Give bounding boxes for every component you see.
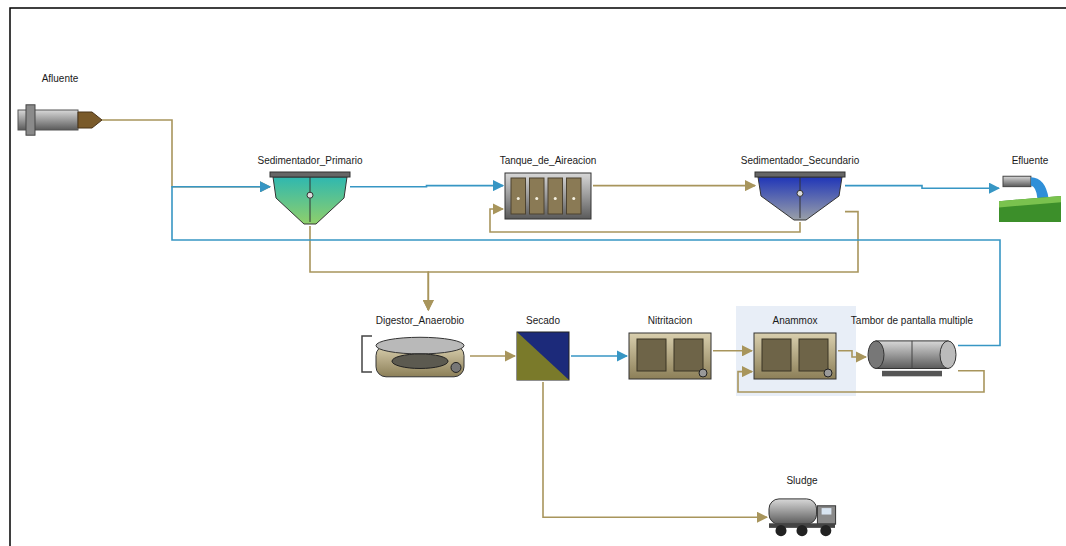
icon-shape <box>270 172 350 177</box>
unit-icon <box>999 170 1061 222</box>
frame-border <box>10 8 1066 546</box>
unit-icon <box>767 492 837 538</box>
icon-shape <box>26 105 35 135</box>
icon-shape <box>754 333 836 379</box>
unit-label: Tambor de pantalla multiple <box>851 315 973 327</box>
unit-block: Nitritacion <box>625 310 715 382</box>
unit-icon <box>515 330 571 382</box>
icon-shape <box>800 177 801 218</box>
icon-shape <box>567 178 582 214</box>
flow-line <box>713 350 752 352</box>
icon-shape <box>517 332 569 380</box>
flow-line <box>428 212 858 310</box>
icon-shape <box>307 192 313 198</box>
unit-icon <box>627 330 713 382</box>
unit-label: Sludge <box>786 475 817 487</box>
icon-shape <box>517 197 520 200</box>
unit-label: Nitritacion <box>648 315 692 327</box>
flow-line <box>593 185 755 187</box>
unit-block: Sedimentador_Primario <box>255 150 365 226</box>
icon-shape <box>674 339 703 371</box>
unit-label: Anammox <box>772 315 817 327</box>
icon-shape <box>758 177 842 220</box>
unit-icon <box>755 170 845 222</box>
icon-shape <box>796 525 807 536</box>
icon-shape <box>505 173 591 219</box>
unit-label: Efluente <box>1012 155 1049 167</box>
icon-shape <box>530 178 545 214</box>
unit-block: Tanque_de_Aireacion <box>498 150 599 222</box>
unit-icon <box>866 334 958 380</box>
unit-icon <box>503 170 593 222</box>
unit-label: Afluente <box>42 73 79 85</box>
unit-icon <box>752 330 838 382</box>
icon-shape <box>554 197 557 200</box>
icon-shape <box>817 506 835 524</box>
unit-label: Sedimentador_Primario <box>257 155 362 167</box>
unit-block: Secado <box>513 310 573 382</box>
icon-shape <box>912 341 913 369</box>
icon-shape <box>755 172 845 177</box>
icon-shape <box>1031 177 1049 198</box>
icon-shape <box>797 190 803 196</box>
icon-shape <box>629 333 711 379</box>
flow-line <box>310 226 428 310</box>
unit-label: Secado <box>526 315 560 327</box>
unit-block: Efluente <box>997 150 1063 222</box>
unit-icon <box>270 170 350 226</box>
icon-shape <box>517 332 569 380</box>
unit-icon <box>370 330 470 382</box>
unit-block: Anammox <box>750 310 840 382</box>
icon-shape <box>572 197 575 200</box>
unit-label: Sedimentador_Secundario <box>741 155 859 167</box>
unit-block: Sludge <box>765 470 839 538</box>
unit-block: Tambor de pantalla multiple <box>849 310 976 380</box>
icon-shape <box>940 341 956 369</box>
unit-block: Afluente <box>16 68 104 140</box>
recirculation-loop <box>362 336 372 372</box>
icon-shape <box>310 177 311 222</box>
icon-shape <box>882 371 942 377</box>
icon-shape <box>699 369 707 377</box>
unit-label: Tanque_de_Aireacion <box>500 155 597 167</box>
icon-shape <box>775 525 786 536</box>
flow-line <box>470 355 515 357</box>
icon-shape <box>769 499 817 524</box>
icon-shape <box>1003 176 1031 186</box>
icon-shape <box>822 508 832 514</box>
icon-shape <box>762 339 791 371</box>
icon-shape <box>548 178 563 214</box>
unit-block: Digestor_Anaerobio <box>368 310 472 382</box>
icon-shape <box>511 178 526 214</box>
flow-line <box>571 355 627 357</box>
unit-block: Sedimentador_Secundario <box>739 150 862 222</box>
icon-shape <box>273 177 347 224</box>
icon-shape <box>392 354 448 369</box>
unit-icon <box>18 100 102 140</box>
icon-shape <box>535 197 538 200</box>
icon-shape <box>637 339 666 371</box>
icon-shape <box>868 341 884 369</box>
flow-line <box>838 351 866 357</box>
icon-shape <box>376 337 464 354</box>
icon-shape <box>820 525 831 536</box>
icon-shape <box>999 196 1061 222</box>
icon-shape <box>78 112 102 128</box>
icon-shape <box>999 196 1061 207</box>
icon-shape <box>876 341 948 369</box>
flow-line <box>845 186 999 189</box>
icon-shape <box>799 339 828 371</box>
flow-line <box>543 382 767 517</box>
flow-line <box>102 120 270 187</box>
icon-shape <box>451 362 461 372</box>
flow-line <box>350 186 503 187</box>
unit-label: Digestor_Anaerobio <box>376 315 464 327</box>
icon-shape <box>824 369 832 377</box>
